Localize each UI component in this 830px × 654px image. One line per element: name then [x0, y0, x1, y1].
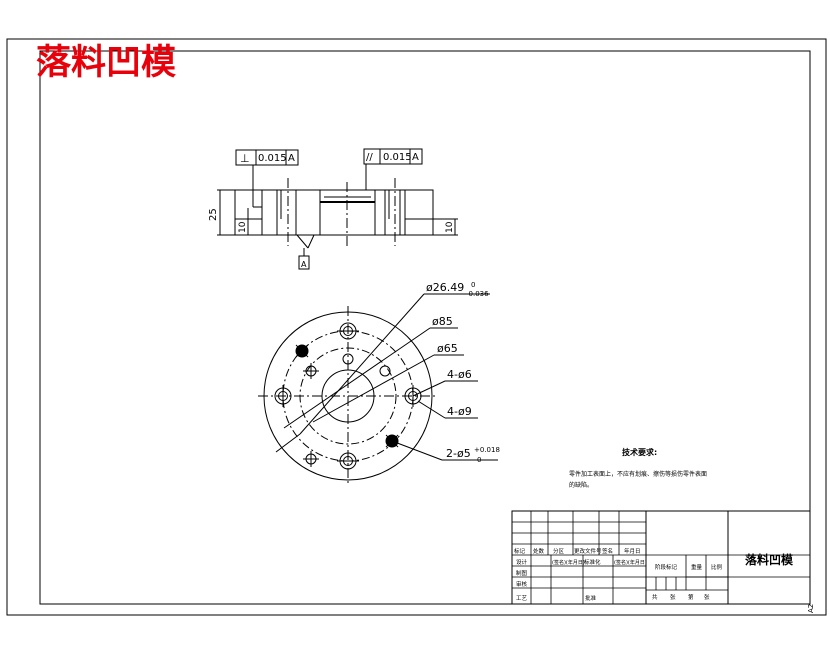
- tb-sign-date: (签名)(年月日): [552, 559, 585, 566]
- dim-left-step: 10: [238, 221, 248, 233]
- title-block: [511, 510, 811, 605]
- side-view-labels: ⊥ 0.015 A // 0.015 A 25 10 10 A: [208, 152, 455, 269]
- perp-value: 0.015: [258, 153, 287, 164]
- tb-total: 共: [652, 593, 658, 601]
- tb-standardize: 标准化: [584, 558, 601, 566]
- dim-bore-upper: 0: [471, 281, 475, 289]
- sheet-title: 落料凹模: [36, 42, 176, 83]
- dim-height: 25: [208, 208, 219, 221]
- parallel-datum: A: [412, 152, 419, 163]
- parallel-symbol: //: [366, 152, 373, 163]
- outer-frame: [6, 38, 827, 616]
- tb-sheet: 张: [704, 593, 710, 601]
- tb-process: 工艺: [516, 595, 528, 602]
- perp-datum: A: [288, 153, 295, 164]
- perp-symbol: ⊥: [240, 152, 250, 165]
- tb-sign: 签名: [602, 547, 613, 555]
- dim-pins-lower: 0: [477, 456, 481, 464]
- tech-title: 技术要求:: [622, 447, 657, 457]
- tb-mark: 标记: [514, 547, 526, 555]
- dim-counterbore: 4-ø9: [447, 405, 472, 418]
- tb-design: 设计: [516, 558, 528, 566]
- datum-label: A: [301, 260, 307, 269]
- tech-line-2: 的缺陷。: [569, 481, 593, 489]
- dim-bore: ø26.49: [426, 281, 464, 294]
- top-view-labels: ø26.49 0 -0.036 ø85 ø65 4-ø6 4-ø9 2-ø5 +…: [426, 281, 500, 464]
- technical-requirements: 技术要求: 零件加工表面上，不应有划痕、擦伤等损伤零件表面 的缺陷。: [569, 447, 707, 489]
- tb-change-doc: 更改文件号: [574, 547, 602, 555]
- title-block-labels: 标记 处数 分区 更改文件号 签名 年月日 设计 (签名)(年月日) 标准化 (…: [514, 547, 794, 602]
- side-view: [217, 148, 458, 270]
- tb-stage-mark: 阶段标记: [655, 563, 678, 571]
- dim-small-holes: 4-ø6: [447, 368, 472, 381]
- tb-sign-date-2: (签名)(年月日): [614, 559, 647, 566]
- tech-line-1: 零件加工表面上，不应有划痕、擦伤等损伤零件表面: [569, 470, 707, 478]
- tb-zone: 分区: [553, 547, 565, 555]
- tb-count: 处数: [533, 547, 545, 555]
- dim-pins-upper: +0.018: [474, 446, 500, 454]
- dim-pcd-inner: ø65: [437, 342, 458, 355]
- tb-approve: 批准: [585, 594, 597, 602]
- tb-date: 年月日: [624, 547, 641, 555]
- tb-sheets: 张: [670, 593, 676, 601]
- tb-scale: 比例: [711, 563, 723, 571]
- dim-pins: 2-ø5: [446, 447, 471, 460]
- inner-frame: [39, 50, 811, 605]
- sheet-size: A2: [807, 604, 815, 613]
- dim-right-step: 10: [445, 221, 455, 233]
- tb-weight: 重量: [691, 563, 703, 571]
- parallel-value: 0.015: [383, 152, 412, 163]
- tb-check: 审核: [516, 580, 528, 588]
- dim-bore-lower: -0.036: [466, 290, 489, 298]
- tb-page: 第: [688, 593, 694, 601]
- dim-pcd-outer: ø85: [432, 315, 453, 328]
- top-view: [258, 293, 498, 486]
- tb-drawing: 制图: [516, 569, 528, 577]
- tb-part-name: 落料凹模: [745, 552, 794, 567]
